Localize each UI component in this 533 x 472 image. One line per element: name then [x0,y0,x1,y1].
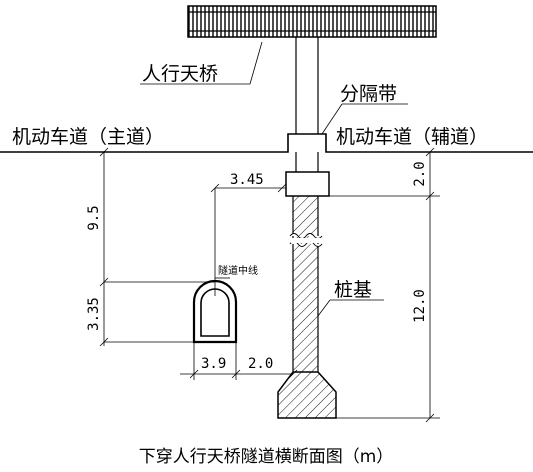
dim-text-2-0-bottom: 2.0 [248,356,273,372]
dim-text-3-35: 3.35 [86,297,102,331]
label-median: 分隔带 [340,83,397,105]
dim-right-vertical [329,147,440,423]
ground-line [0,133,533,153]
label-tunnel-centerline: 隧道中线 [218,264,258,277]
dim-text-9-5: 9.5 [86,205,102,230]
tunnel-centerline [214,188,230,296]
label-pile: 桩基 [334,279,372,301]
dim-text-3-9: 3.9 [201,356,226,372]
pile-cap [285,171,330,197]
caption: 下穿人行天桥隧道横断面图（m） [139,447,394,467]
label-footbridge: 人行天桥 [142,63,218,85]
pile-shaft [289,196,323,372]
dim-text-3-45: 3.45 [230,172,264,188]
dim-text-2-0-right: 2.0 [412,161,428,186]
dim-bottom-horizontal [180,342,298,380]
pile-footing [277,371,337,419]
leader-lines [140,41,408,317]
column-below-ground [295,152,319,172]
footbridge-deck [187,5,437,38]
dim-3-45 [210,183,287,193]
label-main-road: 机动车道（主道） [12,126,164,148]
tunnel-section [192,279,238,344]
bridge-column [295,37,319,134]
label-aux-road: 机动车道（辅道） [336,126,488,148]
dim-left-vertical [99,147,215,347]
dim-text-12-0: 12.0 [412,289,428,323]
